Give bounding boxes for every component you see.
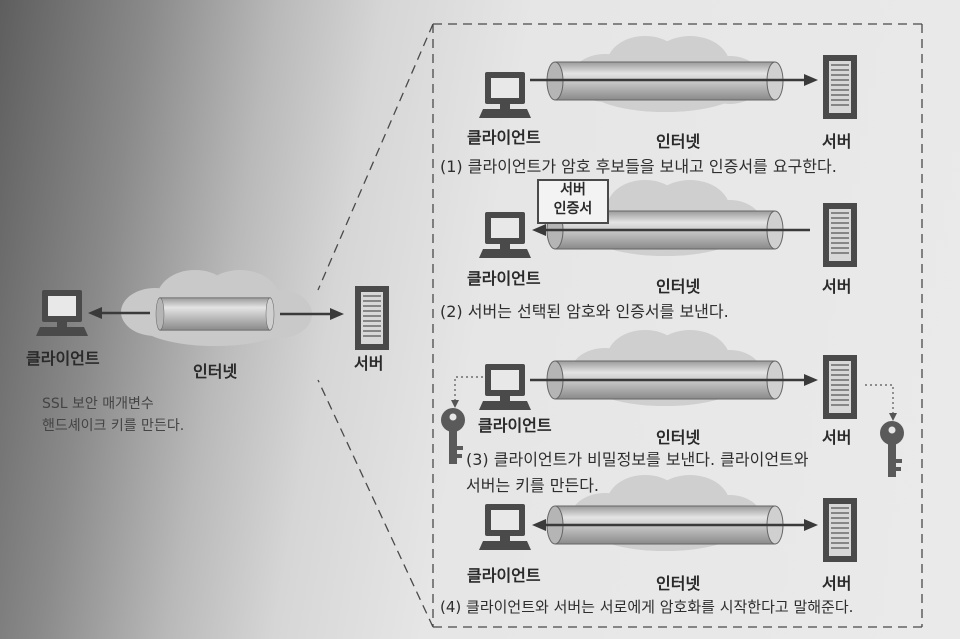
- step1-caption: (1) 클라이언트가 암호 후보들을 보내고 인증서를 요구한다.: [440, 153, 837, 177]
- step4-client-icon: [479, 504, 531, 550]
- step2-client-icon: [479, 212, 531, 258]
- step2-server-icon: [823, 203, 857, 267]
- step3-client-label: 클라이언트: [478, 412, 552, 436]
- overview-client-icon: [36, 290, 88, 336]
- overview-server-label: 서버: [354, 350, 383, 374]
- step2-internet-label: 인터넷: [656, 273, 700, 297]
- step1-client-icon: [479, 72, 531, 118]
- step1-internet-label: 인터넷: [656, 128, 700, 152]
- overview-server-icon: [355, 286, 389, 350]
- overview-note-line1: SSL 보안 매개변수: [42, 393, 184, 415]
- step3-internet-label: 인터넷: [656, 424, 700, 448]
- overview-internet-label: 인터넷: [193, 358, 237, 382]
- step3-client-key-icon: [441, 408, 465, 464]
- step1-internet: [547, 36, 783, 112]
- cert-line1: 서버: [539, 181, 607, 200]
- step4-server-label: 서버: [822, 570, 851, 594]
- step1-server-label: 서버: [822, 128, 851, 152]
- step3-caption-line1: (3) 클라이언트가 비밀정보를 보낸다. 클라이언트와: [466, 446, 809, 470]
- step3-internet: [547, 330, 783, 406]
- step3-client-icon: [479, 364, 531, 410]
- step3-server-key-icon: [880, 421, 904, 477]
- step2-client-label: 클라이언트: [467, 265, 541, 289]
- step3-caption-line2: 서버는 키를 만든다.: [466, 472, 599, 496]
- step2-caption: (2) 서버는 선택된 암호와 인증서를 보낸다.: [440, 298, 729, 322]
- step3-server-icon: [823, 355, 857, 419]
- cert-line2: 인증서: [539, 200, 607, 219]
- step4-internet-label: 인터넷: [656, 570, 700, 594]
- overview-client-label: 클라이언트: [26, 345, 100, 369]
- step4-server-icon: [823, 498, 857, 562]
- step4-client-label: 클라이언트: [467, 562, 541, 586]
- step1-client-label: 클라이언트: [467, 124, 541, 148]
- overview-note-line2: 핸드셰이크 키를 만든다.: [42, 415, 184, 437]
- step3-server-label: 서버: [822, 424, 851, 448]
- step2-server-label: 서버: [822, 273, 851, 297]
- server-certificate-box: 서버 인증서: [537, 179, 609, 224]
- step1-server-icon: [823, 55, 857, 119]
- overview-note: SSL 보안 매개변수 핸드셰이크 키를 만든다.: [42, 393, 184, 437]
- step4-caption: (4) 클라이언트와 서버는 서로에게 암호화를 시작한다고 말해준다.: [440, 596, 853, 617]
- overview-internet: [121, 270, 312, 346]
